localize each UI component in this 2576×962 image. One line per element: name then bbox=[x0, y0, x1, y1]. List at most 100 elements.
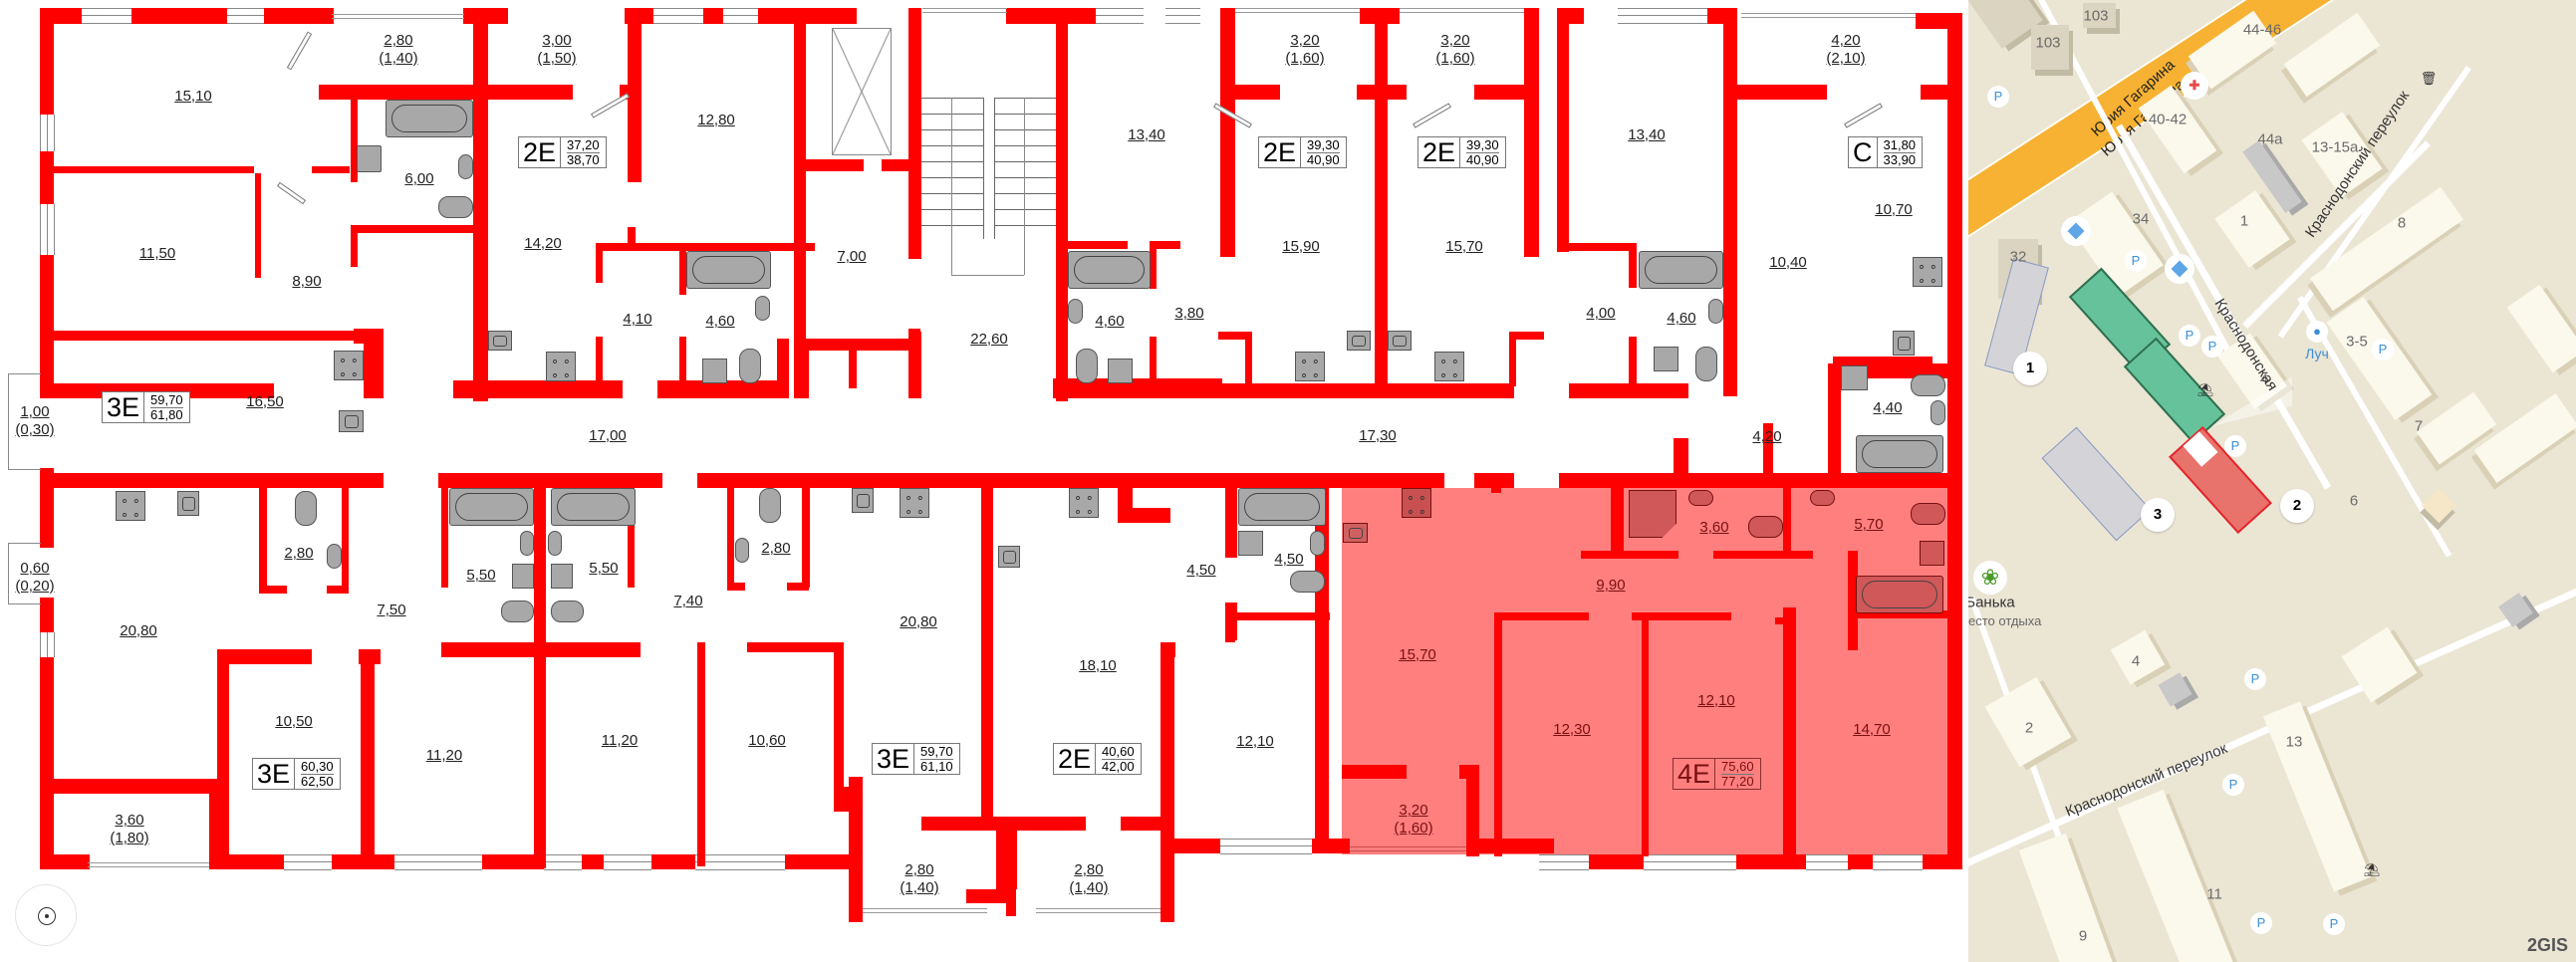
parking-icon[interactable]: P bbox=[2125, 250, 2147, 272]
wall bbox=[1642, 617, 1649, 856]
building-number: 8 bbox=[2397, 214, 2407, 232]
wall bbox=[1557, 8, 1569, 252]
stove-icon bbox=[900, 488, 929, 519]
wall bbox=[697, 642, 705, 866]
bathtub-icon bbox=[1238, 488, 1326, 526]
wall bbox=[582, 854, 604, 869]
wall bbox=[453, 380, 623, 398]
wall bbox=[1763, 423, 1773, 473]
poi-label-luch[interactable]: Луч bbox=[2305, 346, 2329, 361]
wall bbox=[787, 583, 809, 591]
wall bbox=[40, 383, 274, 398]
bathtub-icon bbox=[686, 251, 771, 289]
parking-icon[interactable]: P bbox=[2222, 774, 2244, 796]
stove-icon bbox=[1402, 488, 1431, 519]
playground-icon: ⛱ bbox=[2196, 382, 2214, 397]
parking-icon[interactable]: P bbox=[2224, 435, 2246, 457]
sink-icon bbox=[458, 154, 473, 179]
building bbox=[2473, 392, 2576, 484]
parking-icon[interactable]: P bbox=[2201, 336, 2223, 358]
washing-machine-icon bbox=[1841, 365, 1868, 390]
room-area: 10,40 bbox=[1769, 254, 1807, 271]
building-number: 44-46 bbox=[2242, 21, 2282, 39]
building bbox=[2283, 12, 2381, 98]
parking-icon[interactable]: P bbox=[1987, 86, 2009, 108]
cinema-icon[interactable]: ● bbox=[2306, 321, 2328, 343]
living-area: 59,70 bbox=[920, 743, 953, 760]
wall bbox=[1225, 488, 1237, 558]
wall bbox=[217, 649, 312, 664]
stove-icon bbox=[116, 491, 145, 522]
building bbox=[2031, 25, 2069, 70]
apartment-type: 2E bbox=[1418, 137, 1461, 167]
window bbox=[1096, 8, 1144, 24]
parking-icon[interactable]: P bbox=[2179, 325, 2200, 347]
wall bbox=[1006, 8, 1096, 24]
medical-icon[interactable]: ✚ bbox=[2181, 72, 2208, 100]
building-number: 7 bbox=[2414, 417, 2424, 435]
building-marker-2[interactable]: 2 bbox=[2280, 489, 2314, 523]
room-area: 11,50 bbox=[138, 245, 176, 262]
room-area: 16,50 bbox=[246, 393, 284, 410]
balcony-railing bbox=[1036, 908, 1160, 913]
total-area: 40,90 bbox=[1307, 151, 1340, 167]
building-number: 34 bbox=[2132, 210, 2150, 228]
building-marker-3[interactable]: 3 bbox=[2141, 498, 2175, 532]
parking-icon[interactable]: P bbox=[2323, 913, 2345, 935]
poi-diamond-icon[interactable] bbox=[2165, 254, 2194, 284]
living-area: 37,20 bbox=[567, 136, 600, 153]
living-area: 31,80 bbox=[1883, 136, 1917, 153]
poi-diamond-icon[interactable] bbox=[2061, 216, 2091, 246]
wall bbox=[1783, 488, 1791, 558]
poi-sublabel: есто отдыха bbox=[1968, 613, 2042, 628]
toilet-icon bbox=[739, 349, 761, 383]
total-area: 40,90 bbox=[1466, 151, 1499, 167]
balcony-area: 3,20(1,60) bbox=[1394, 802, 1433, 837]
balcony-area: 3,00(1,50) bbox=[537, 32, 577, 67]
room-area: 14,70 bbox=[1853, 721, 1891, 738]
window bbox=[227, 8, 264, 24]
bathtub-icon bbox=[1068, 251, 1151, 289]
room-area: 4,50 bbox=[1186, 562, 1216, 579]
poi-label-banka[interactable]: Банька bbox=[1968, 594, 2015, 611]
building-marker-1[interactable]: 1 bbox=[2013, 352, 2047, 385]
bath-house-icon[interactable]: ❀ bbox=[1973, 561, 2007, 595]
living-area: 59,70 bbox=[150, 391, 183, 408]
parking-icon[interactable]: P bbox=[2244, 668, 2266, 690]
wall bbox=[1220, 85, 1280, 100]
wall bbox=[794, 339, 921, 351]
wall bbox=[1923, 854, 1962, 869]
wall bbox=[747, 642, 842, 652]
wall bbox=[996, 817, 1009, 901]
compass-widget[interactable] bbox=[15, 884, 77, 946]
building-number: 9 bbox=[2078, 927, 2088, 945]
parking-icon[interactable]: P bbox=[2250, 912, 2272, 934]
wall bbox=[40, 468, 54, 548]
window bbox=[695, 854, 785, 870]
window bbox=[544, 854, 582, 870]
wall bbox=[1150, 337, 1157, 396]
apartment-type: 3E bbox=[873, 744, 915, 774]
wall bbox=[1629, 243, 1637, 288]
building-selected[interactable] bbox=[2169, 425, 2272, 535]
wall bbox=[40, 657, 54, 869]
balcony-railing bbox=[863, 908, 987, 913]
parking-icon[interactable]: P bbox=[2372, 339, 2394, 361]
building bbox=[2117, 789, 2238, 962]
stove-icon bbox=[1069, 488, 1099, 519]
location-map[interactable]: Юрия Гагарина Юрия Гагарина 103 103 44-4… bbox=[1968, 0, 2576, 962]
wall bbox=[834, 642, 844, 792]
room-area: 20,80 bbox=[120, 622, 157, 639]
wall bbox=[40, 779, 209, 794]
wall bbox=[727, 583, 745, 591]
room-area: 15,90 bbox=[1282, 238, 1320, 255]
